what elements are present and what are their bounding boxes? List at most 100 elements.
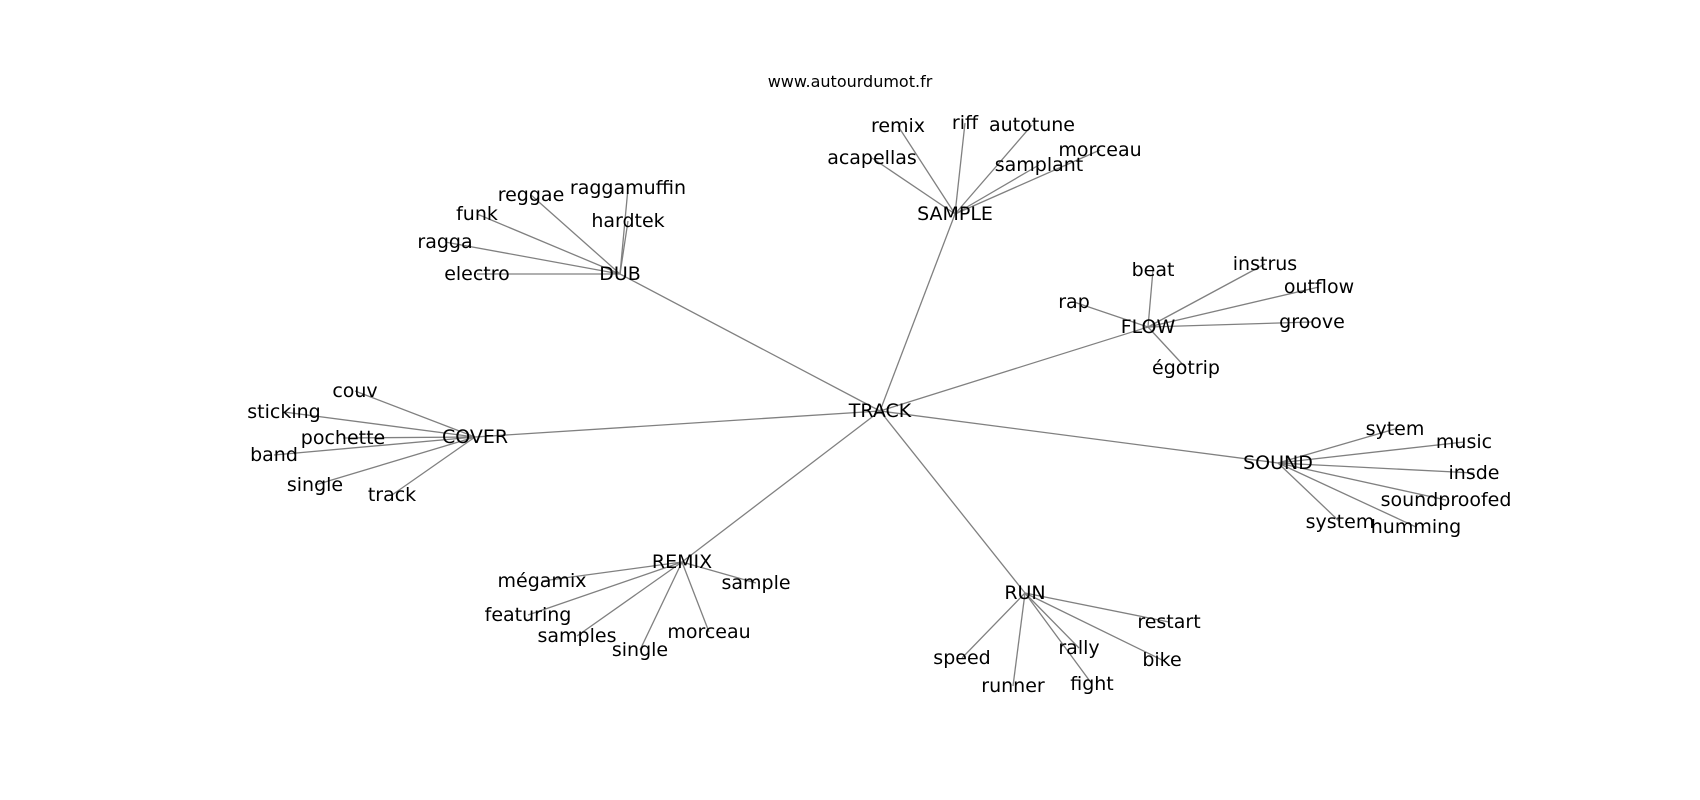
leaf-node-label: groove <box>1279 311 1345 333</box>
edge-dub-leaf <box>530 194 621 275</box>
edge-dub-leaf <box>444 241 621 275</box>
graph-edges <box>273 122 1475 687</box>
edge-cover-leaf <box>283 411 476 438</box>
edge-center-dub <box>619 273 881 412</box>
edge-cover-leaf <box>354 390 476 438</box>
leaf-node-label: speed <box>933 647 990 669</box>
edge-flow-leaf <box>1147 326 1187 369</box>
leaf-node-label: samples <box>538 625 617 647</box>
leaf-node-label: insde <box>1449 462 1500 484</box>
leaf-node-label: single <box>287 474 343 496</box>
leaf-node-label: raggamuffin <box>570 177 686 199</box>
edge-center-sample <box>879 213 956 412</box>
leaf-node-label: autotune <box>989 114 1075 136</box>
leaf-node-label: electro <box>444 263 510 285</box>
leaf-node-label: riff <box>952 112 979 134</box>
edge-flow-leaf <box>1147 286 1320 328</box>
leaf-node-label: reggae <box>498 184 565 206</box>
leaf-node-label: system <box>1306 511 1375 533</box>
leaf-node-label: pochette <box>301 427 385 449</box>
edge-cover-leaf <box>314 436 476 486</box>
edge-flow-leaf <box>1147 263 1266 328</box>
edge-sample-leaf <box>954 122 966 215</box>
hub-node-label-dub: DUB <box>599 263 641 285</box>
leaf-node-label: égotrip <box>1152 357 1220 379</box>
edge-remix-leaf <box>576 561 683 637</box>
leaf-node-label: mégamix <box>498 570 587 592</box>
edge-flow-leaf <box>1073 301 1149 328</box>
leaf-node-label: ragga <box>417 231 472 253</box>
leaf-node-label: funk <box>456 203 498 225</box>
leaf-node-label: track <box>368 484 416 506</box>
edge-dub-leaf <box>619 187 629 275</box>
leaf-node-label: morceau <box>667 621 750 643</box>
leaf-node-label: sytem <box>1366 418 1425 440</box>
edge-sample-leaf <box>954 149 1101 215</box>
leaf-node-label: soundproofed <box>1381 489 1512 511</box>
edge-center-run <box>879 410 1026 594</box>
edge-dub-leaf <box>619 220 629 275</box>
leaf-node-label: instrus <box>1233 253 1297 275</box>
edge-sound-leaf <box>1277 462 1447 501</box>
edge-remix-leaf <box>527 561 683 616</box>
edge-sound-leaf <box>1277 462 1417 528</box>
hub-node-label-cover: COVER <box>442 426 508 448</box>
leaf-node-label: sample <box>721 572 790 594</box>
leaf-node-label: remix <box>871 115 925 137</box>
leaf-node-label: couv <box>332 380 377 402</box>
edge-run-leaf <box>961 592 1026 659</box>
leaf-node-label: single <box>612 639 668 661</box>
edge-cover-leaf <box>342 436 476 439</box>
edge-flow-leaf <box>1147 321 1313 328</box>
leaf-node-label: restart <box>1137 611 1200 633</box>
edge-flow-leaf <box>1147 269 1154 328</box>
edge-sound-leaf <box>1277 428 1396 464</box>
hub-node-label-sound: SOUND <box>1243 452 1313 474</box>
edge-remix-leaf <box>681 561 757 584</box>
edge-run-leaf <box>1024 592 1093 685</box>
leaf-node-label: fight <box>1070 673 1114 695</box>
hub-node-label-flow: FLOW <box>1121 316 1176 338</box>
edge-sound-leaf <box>1277 441 1465 464</box>
edge-sound-leaf <box>1277 462 1341 523</box>
edge-remix-leaf <box>541 561 683 582</box>
edge-run-leaf <box>1024 592 1170 623</box>
edge-sample-leaf <box>954 124 1033 215</box>
edge-dub-leaf <box>476 213 621 275</box>
hub-node-label-run: RUN <box>1004 582 1045 604</box>
edge-run-leaf <box>1024 592 1080 649</box>
edge-run-leaf <box>1024 592 1163 661</box>
leaf-node-label: music <box>1436 431 1492 453</box>
edge-remix-leaf <box>681 561 710 633</box>
edge-sample-leaf <box>897 125 956 215</box>
leaf-node-label: samplant <box>995 154 1084 176</box>
leaf-node-label: beat <box>1132 259 1175 281</box>
leaf-node-label: runner <box>981 675 1045 697</box>
edge-cover-leaf <box>391 436 476 496</box>
site-title: www.autourdumot.fr <box>767 72 933 91</box>
leaf-node-label: rally <box>1058 637 1099 659</box>
edge-center-remix <box>681 410 881 563</box>
edge-center-cover <box>474 410 881 438</box>
edge-sample-leaf <box>871 157 956 215</box>
edge-center-flow <box>879 326 1149 412</box>
leaf-node-label: bike <box>1142 649 1181 671</box>
leaf-node-label: hardtek <box>591 210 664 232</box>
leaf-node-label: sticking <box>247 401 320 423</box>
edge-sound-leaf <box>1277 462 1475 474</box>
edge-sample-leaf <box>954 164 1040 215</box>
leaf-node-label: rap <box>1058 291 1090 313</box>
hub-node-label-remix: REMIX <box>652 551 712 573</box>
leaf-node-label: humming <box>1371 516 1461 538</box>
edge-run-leaf <box>1012 592 1026 687</box>
leaf-node-label: acapellas <box>827 147 917 169</box>
edge-cover-leaf <box>273 436 476 456</box>
leaf-node-label: outflow <box>1284 276 1354 298</box>
leaf-node-label: band <box>250 444 298 466</box>
hub-node-label-sample: SAMPLE <box>917 203 993 225</box>
center-node-label: TRACK <box>848 400 912 422</box>
leaf-node-label: morceau <box>1058 139 1141 161</box>
leaf-node-label: featuring <box>485 604 572 626</box>
